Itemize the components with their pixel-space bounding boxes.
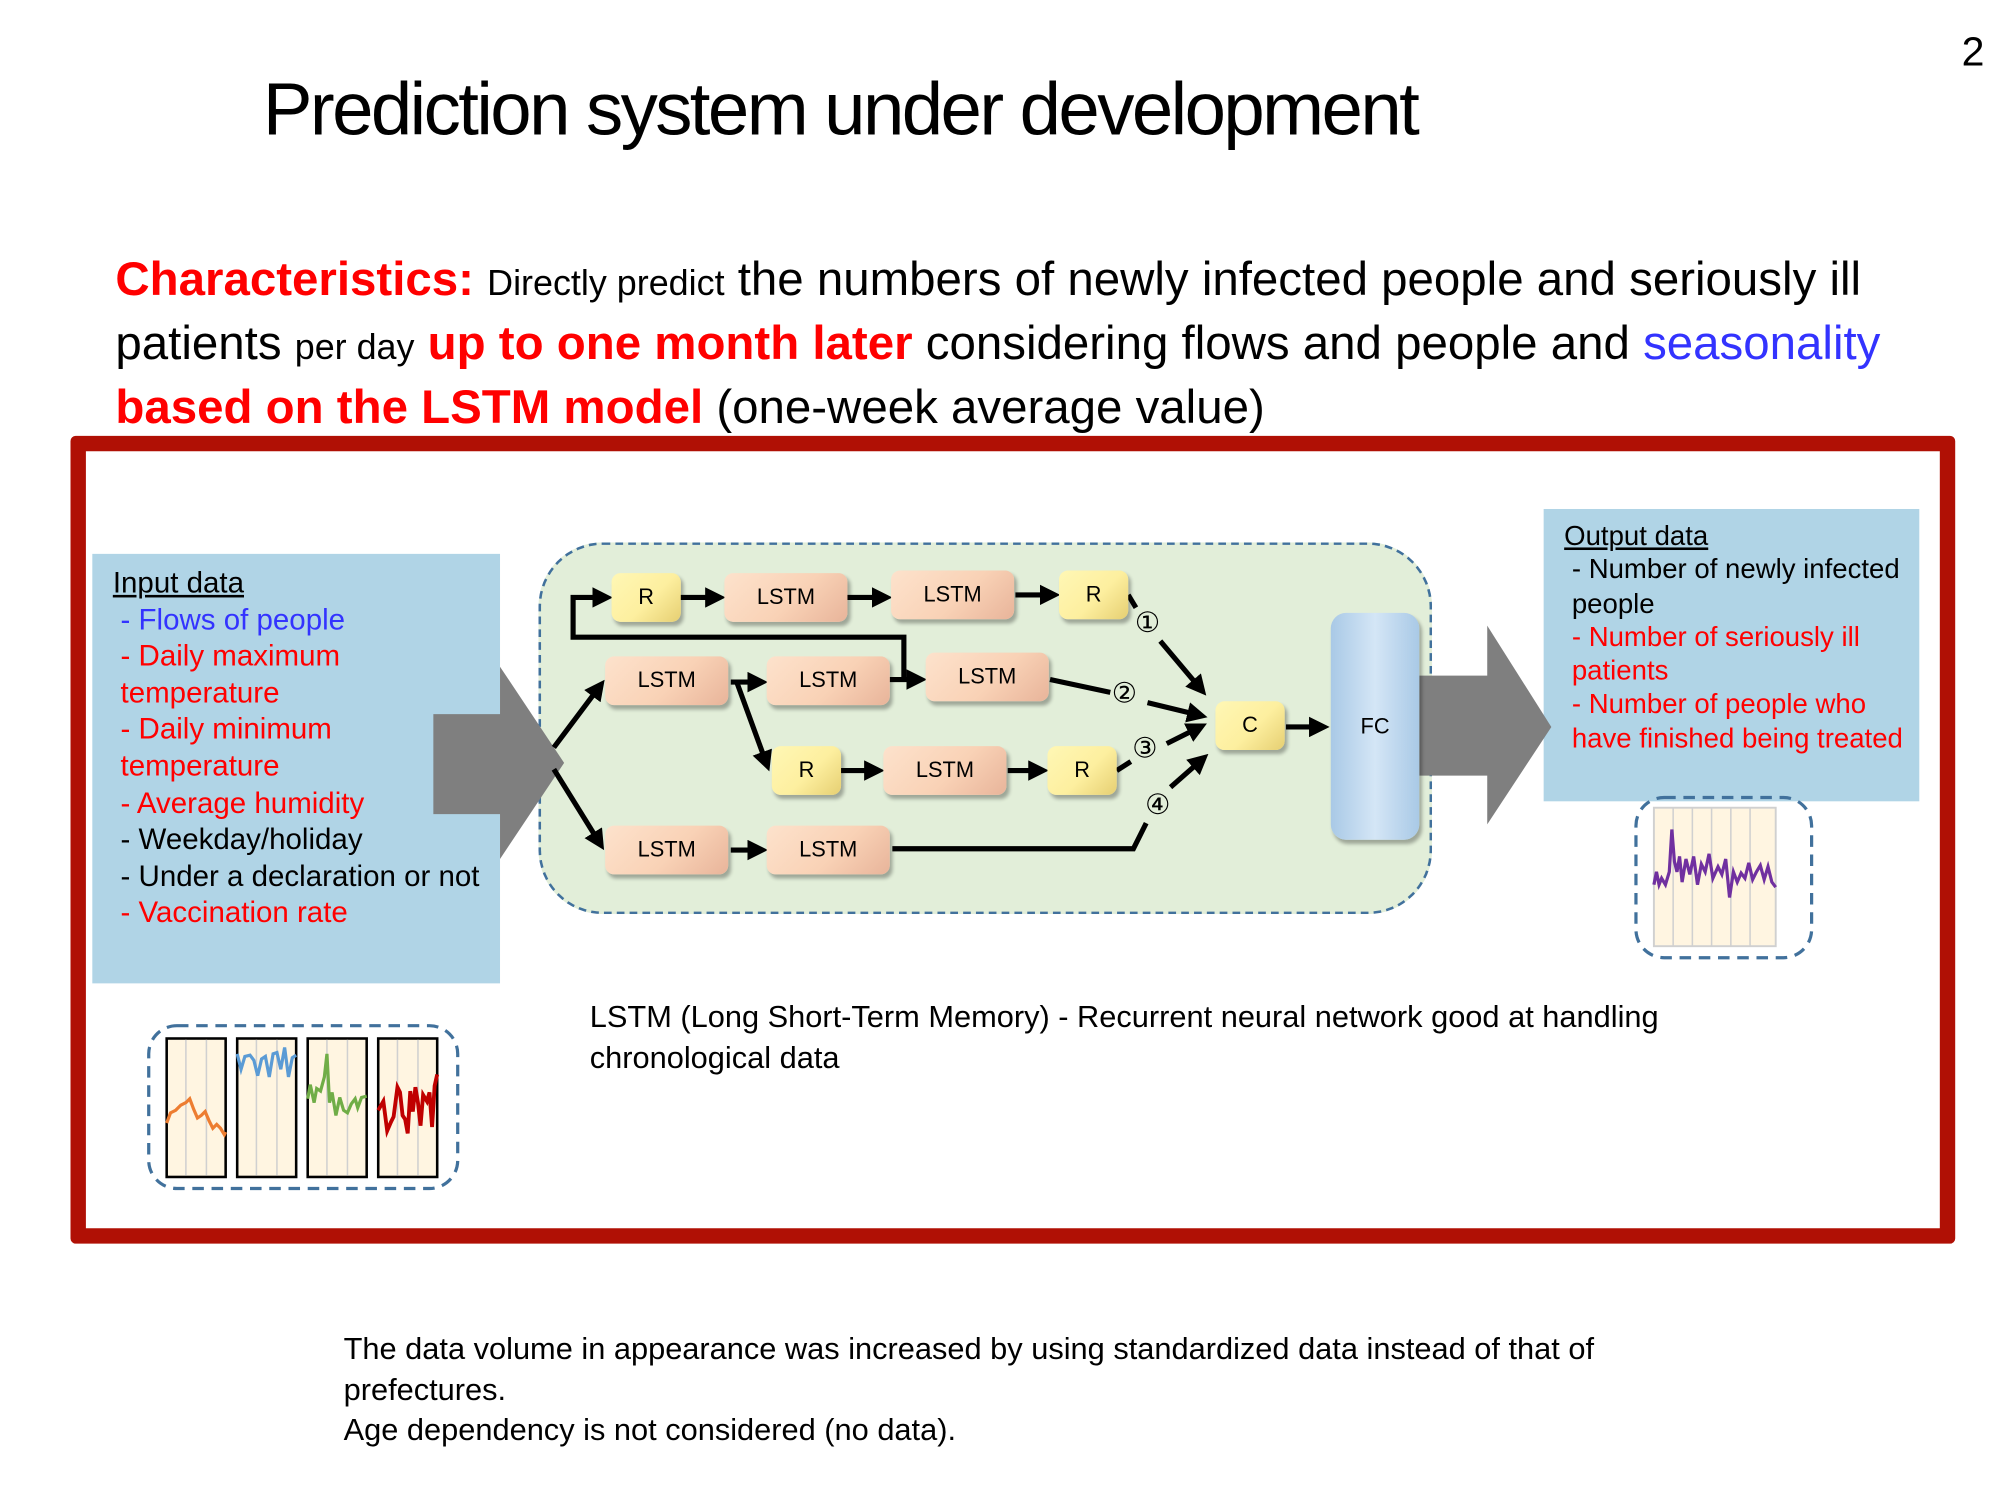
path-label-3: ③ bbox=[1132, 732, 1157, 765]
input-charts bbox=[147, 1024, 460, 1191]
text-segment: based on the LSTM model bbox=[115, 380, 704, 434]
text-segment: Directly predict bbox=[487, 262, 725, 303]
lstm-node: LSTM bbox=[925, 652, 1049, 702]
path-label-2: ② bbox=[1112, 677, 1137, 710]
lstm-node: LSTM bbox=[605, 656, 729, 706]
r-node: R bbox=[771, 746, 842, 795]
list-item: - Number of seriously ill patients bbox=[1571, 621, 1860, 687]
list-item: - Average humidity bbox=[120, 785, 365, 819]
r-node: R bbox=[611, 573, 681, 622]
output-heading: Output data bbox=[1564, 520, 1709, 552]
footer-line: Age dependency is not considered (no dat… bbox=[343, 1412, 957, 1448]
input-heading: Input data bbox=[112, 565, 244, 599]
text-segment: considering flows and people and bbox=[925, 316, 1630, 370]
text-segment: per day bbox=[294, 326, 415, 367]
text-segment: seasonality bbox=[1643, 316, 1881, 370]
characteristics-text: Characteristics: Directly predict the nu… bbox=[115, 249, 1961, 437]
fully-connected-node: FC bbox=[1330, 612, 1420, 840]
lstm-node: LSTM bbox=[605, 825, 729, 875]
list-item: - Under a declaration or not bbox=[120, 858, 480, 893]
slide-title: Prediction system under development bbox=[262, 67, 1420, 152]
r-node: R bbox=[1059, 570, 1129, 620]
sparkline-red bbox=[376, 1073, 440, 1139]
footer-notes: The data volume in appearance was increa… bbox=[344, 1330, 1754, 1451]
output-chart bbox=[1634, 795, 1814, 960]
lstm-description: LSTM (Long Short-Term Memory) - Recurren… bbox=[589, 1000, 1659, 1076]
text-segment: the numbers of newly infected people and… bbox=[115, 252, 1862, 370]
path-label-4: ④ bbox=[1145, 788, 1170, 821]
list-item: - Weekday/holiday bbox=[120, 822, 363, 856]
text-segment: up to one month later bbox=[427, 316, 913, 370]
footer-line: The data volume in appearance was increa… bbox=[343, 1332, 1595, 1408]
list-item: - Daily minimum temperature bbox=[120, 712, 332, 783]
sparkline-orange bbox=[165, 1095, 228, 1138]
list-item: - Vaccination rate bbox=[120, 895, 348, 929]
diagram-frame bbox=[70, 435, 1956, 1244]
list-item: - Daily maximum temperature bbox=[120, 638, 341, 709]
list-item: - Flows of people bbox=[120, 602, 346, 636]
lstm-node: LSTM bbox=[883, 746, 1007, 795]
lstm-node: LSTM bbox=[766, 656, 890, 706]
path-label-1: ① bbox=[1135, 606, 1160, 639]
output-data-panel: Output data - Number of newly infected p… bbox=[1543, 508, 1920, 802]
list-item: - Number of people who have finished bei… bbox=[1571, 689, 1903, 754]
sparkline-purple bbox=[1652, 829, 1777, 898]
lstm-node: LSTM bbox=[891, 570, 1015, 620]
concat-node: C bbox=[1215, 701, 1285, 751]
input-data-panel: Input data - Flows of people- Daily maxi… bbox=[92, 553, 501, 984]
list-item: - Number of newly infected people bbox=[1571, 554, 1900, 619]
sparkline-blue bbox=[235, 1047, 298, 1078]
characteristics-label: Characteristics: bbox=[115, 252, 474, 306]
input-arrow bbox=[433, 666, 565, 860]
output-arrow bbox=[1419, 625, 1552, 825]
page-number: 2 bbox=[1961, 28, 1985, 75]
lstm-node: LSTM bbox=[766, 825, 890, 875]
r-node: R bbox=[1047, 746, 1117, 795]
lstm-node: LSTM bbox=[724, 573, 848, 622]
text-segment: (one-week average value) bbox=[716, 380, 1265, 434]
sparkline-green bbox=[306, 1053, 368, 1116]
